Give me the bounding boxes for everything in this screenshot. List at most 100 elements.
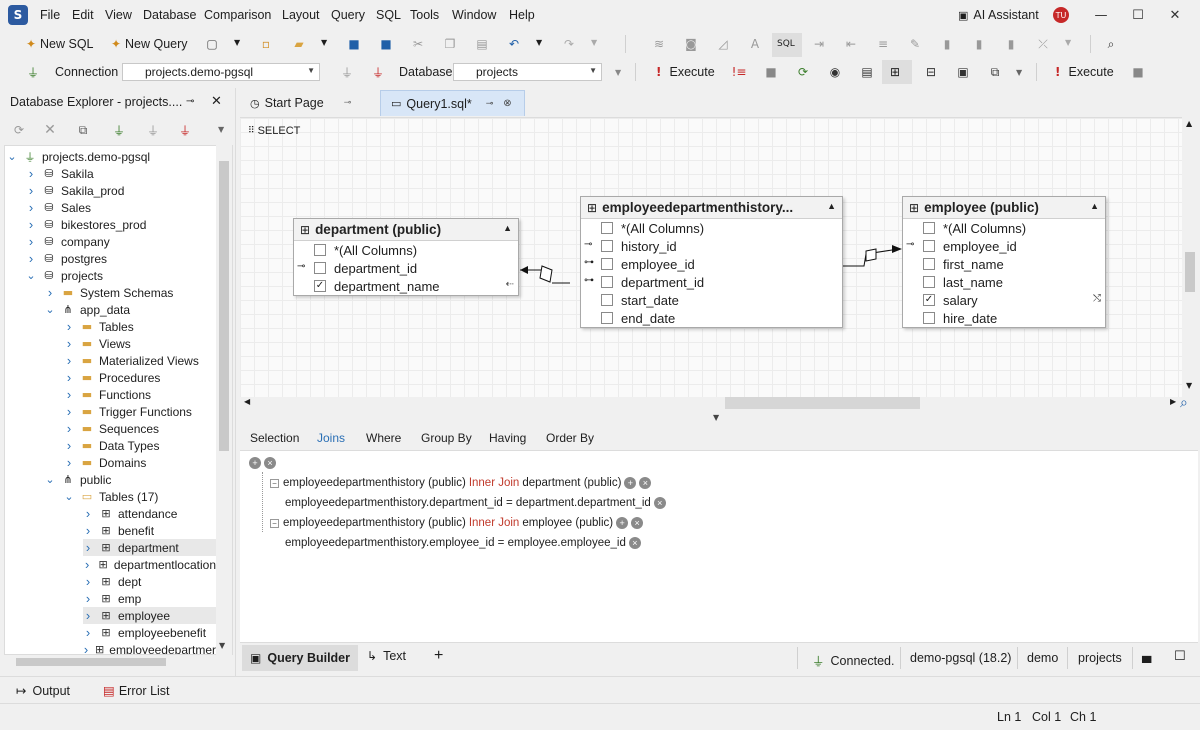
menu-database[interactable]: Database [143, 8, 197, 22]
remove-join-icon[interactable]: × [264, 457, 276, 469]
save-all-icon[interactable]: ■ [380, 37, 392, 51]
refresh-icon[interactable]: ⟳ [797, 65, 809, 79]
entity-header[interactable]: ⊞ department (public) ▲ [294, 219, 518, 241]
chevron-down-icon[interactable]: ⌄ [64, 491, 74, 503]
collapse-all-icon[interactable]: ⧉ [78, 122, 88, 137]
add-condition-icon[interactable]: + [624, 477, 637, 489]
user-avatar[interactable]: TU [1053, 7, 1069, 23]
scroll-up-icon[interactable]: ▲ [1186, 119, 1193, 128]
column-checkbox[interactable] [923, 222, 935, 234]
entity-header[interactable]: ⊞ employeedepartmenthistory... ▲ [581, 197, 842, 219]
subtab-group-by[interactable]: Group By [421, 431, 472, 445]
menu-comparison[interactable]: Comparison [204, 8, 272, 22]
chevron-right-icon[interactable]: › [28, 200, 34, 215]
layout-icon[interactable]: ⧉ [990, 64, 1000, 79]
bookmark-icon[interactable]: ▮ [943, 37, 951, 51]
column-row[interactable]: *(All Columns) [581, 219, 842, 237]
close-window-icon[interactable]: ✕ [1169, 7, 1181, 23]
remove-join-icon[interactable]: × [631, 517, 644, 529]
chevron-right-icon[interactable]: › [66, 455, 72, 470]
column-row[interactable]: ⊶department_id [581, 273, 842, 291]
tree-node[interactable]: ›⊞attendance [83, 505, 216, 522]
splitter-chevron-icon[interactable]: ▼ [713, 413, 720, 422]
ai-assistant-button[interactable]: ▣AI Assistant [958, 8, 1039, 22]
chevron-right-icon[interactable]: › [66, 387, 72, 402]
entity-header[interactable]: ⊞ employee (public) ▲ [903, 197, 1105, 219]
column-checkbox[interactable] [601, 294, 613, 306]
menu-view[interactable]: View [105, 8, 132, 22]
column-checkbox[interactable] [601, 276, 613, 288]
join-condition[interactable]: employeedepartmenthistory.employee_id = … [285, 537, 641, 549]
chevron-down-icon[interactable]: ⌄ [7, 151, 17, 163]
menu-file[interactable]: File [40, 8, 61, 22]
tab-query-builder[interactable]: ▣ Query Builder [242, 645, 359, 671]
column-row[interactable]: hire_date [903, 309, 1105, 327]
chevron-down-icon[interactable]: ▼ [218, 125, 225, 134]
tree-node[interactable]: ›⛁Sales [26, 199, 216, 216]
chevron-right-icon[interactable]: › [66, 404, 72, 419]
chevron-right-icon[interactable]: › [28, 166, 34, 181]
column-row[interactable]: first_name [903, 255, 1105, 273]
join-row[interactable]: − employeedepartmenthistory (public) Inn… [270, 517, 644, 529]
chevron-down-icon[interactable]: ▼ [1016, 68, 1023, 77]
profiling-icon[interactable]: ◉ [829, 65, 841, 79]
query-plan-icon[interactable]: ▤ [861, 65, 873, 79]
execute-button[interactable]: ! Execute [656, 65, 715, 79]
tree-node[interactable]: ›⊞department [83, 539, 216, 556]
tree-node[interactable]: ›▬System Schemas [45, 284, 216, 301]
menu-layout[interactable]: Layout [282, 8, 320, 22]
chevron-down-icon[interactable]: ▼ [234, 38, 241, 47]
tree-node[interactable]: ›⛁postgres [26, 250, 216, 267]
tree-node[interactable]: ›▬Trigger Functions [64, 403, 216, 420]
tree-node[interactable]: ›⊞departmentlocation [83, 556, 216, 573]
new-document-icon[interactable]: ▢ [206, 37, 218, 51]
join-condition[interactable]: employeedepartmenthistory.department_id … [285, 497, 666, 509]
connect-icon[interactable]: ⏚ [340, 65, 353, 80]
tree-node[interactable]: ›⊞employeedepartmer [83, 641, 216, 655]
join-type[interactable]: Inner Join [468, 517, 520, 529]
format-icon[interactable]: ≋ [653, 37, 665, 51]
stop-icon[interactable]: ■ [1132, 65, 1144, 79]
menu-tools[interactable]: Tools [410, 8, 440, 22]
column-checkbox[interactable] [601, 222, 613, 234]
column-checkbox[interactable]: ✓ [923, 294, 935, 306]
collapse-entity-icon[interactable]: ▲ [1090, 201, 1099, 211]
save-icon[interactable]: ■ [348, 37, 360, 51]
collapse-icon[interactable]: − [270, 478, 279, 488]
column-row[interactable]: ⊸employee_id [903, 237, 1105, 255]
column-row[interactable]: *(All Columns) [903, 219, 1105, 237]
new-file-icon[interactable]: ▫ [261, 37, 271, 51]
tree-node[interactable]: ⌄⏚projects.demo-pgsql [7, 148, 216, 165]
tree-node[interactable]: ›▬Procedures [64, 369, 216, 386]
aggregate-icon[interactable]: ⤭ [1093, 293, 1101, 304]
undo-icon[interactable]: ↶ [508, 37, 520, 51]
tree-node[interactable]: ⌄▭Tables (17) [64, 488, 216, 505]
disconnect-icon[interactable]: ⏚ [178, 123, 191, 138]
connection-combo[interactable]: projects.demo-pgsql ▼ [122, 63, 320, 81]
error-list-tab[interactable]: ▤ Error List [103, 683, 170, 698]
chart-icon[interactable]: ◿ [718, 37, 728, 51]
add-condition-icon[interactable]: + [616, 517, 629, 529]
join-row[interactable]: − employeedepartmenthistory (public) Inn… [270, 477, 652, 489]
column-checkbox[interactable] [923, 258, 935, 270]
tree-node[interactable]: ›⊞dept [83, 573, 216, 590]
outdent-icon[interactable]: ⇤ [845, 37, 857, 51]
layout-bottom-icon[interactable]: ▄ [1142, 649, 1152, 663]
maximize-icon[interactable]: ☐ [1132, 7, 1144, 23]
remove-condition-icon[interactable]: × [653, 497, 666, 509]
tree-node[interactable]: ›⊞emp [83, 590, 216, 607]
layout-full-icon[interactable]: ☐ [1174, 649, 1186, 664]
add-join-icon[interactable]: + [249, 457, 261, 469]
menu-sql[interactable]: SQL [376, 8, 402, 22]
tree-node[interactable]: ⌄⋔public [45, 471, 216, 488]
entity-department[interactable]: ⊞ department (public) ▲ *(All Columns)⊸d… [293, 218, 519, 296]
pin-icon[interactable]: ⊸ [485, 98, 494, 109]
chevron-right-icon[interactable]: › [84, 557, 90, 572]
redo-icon[interactable]: ↷ [563, 37, 575, 51]
chevron-right-icon[interactable]: › [28, 217, 34, 232]
chevron-right-icon[interactable]: › [83, 642, 89, 655]
tree-node[interactable]: ›⊞benefit [83, 522, 216, 539]
chevron-down-icon[interactable]: ▼ [1065, 38, 1072, 47]
diagram-icon[interactable]: ⊟ [925, 65, 937, 79]
chevron-right-icon[interactable]: › [28, 251, 34, 266]
